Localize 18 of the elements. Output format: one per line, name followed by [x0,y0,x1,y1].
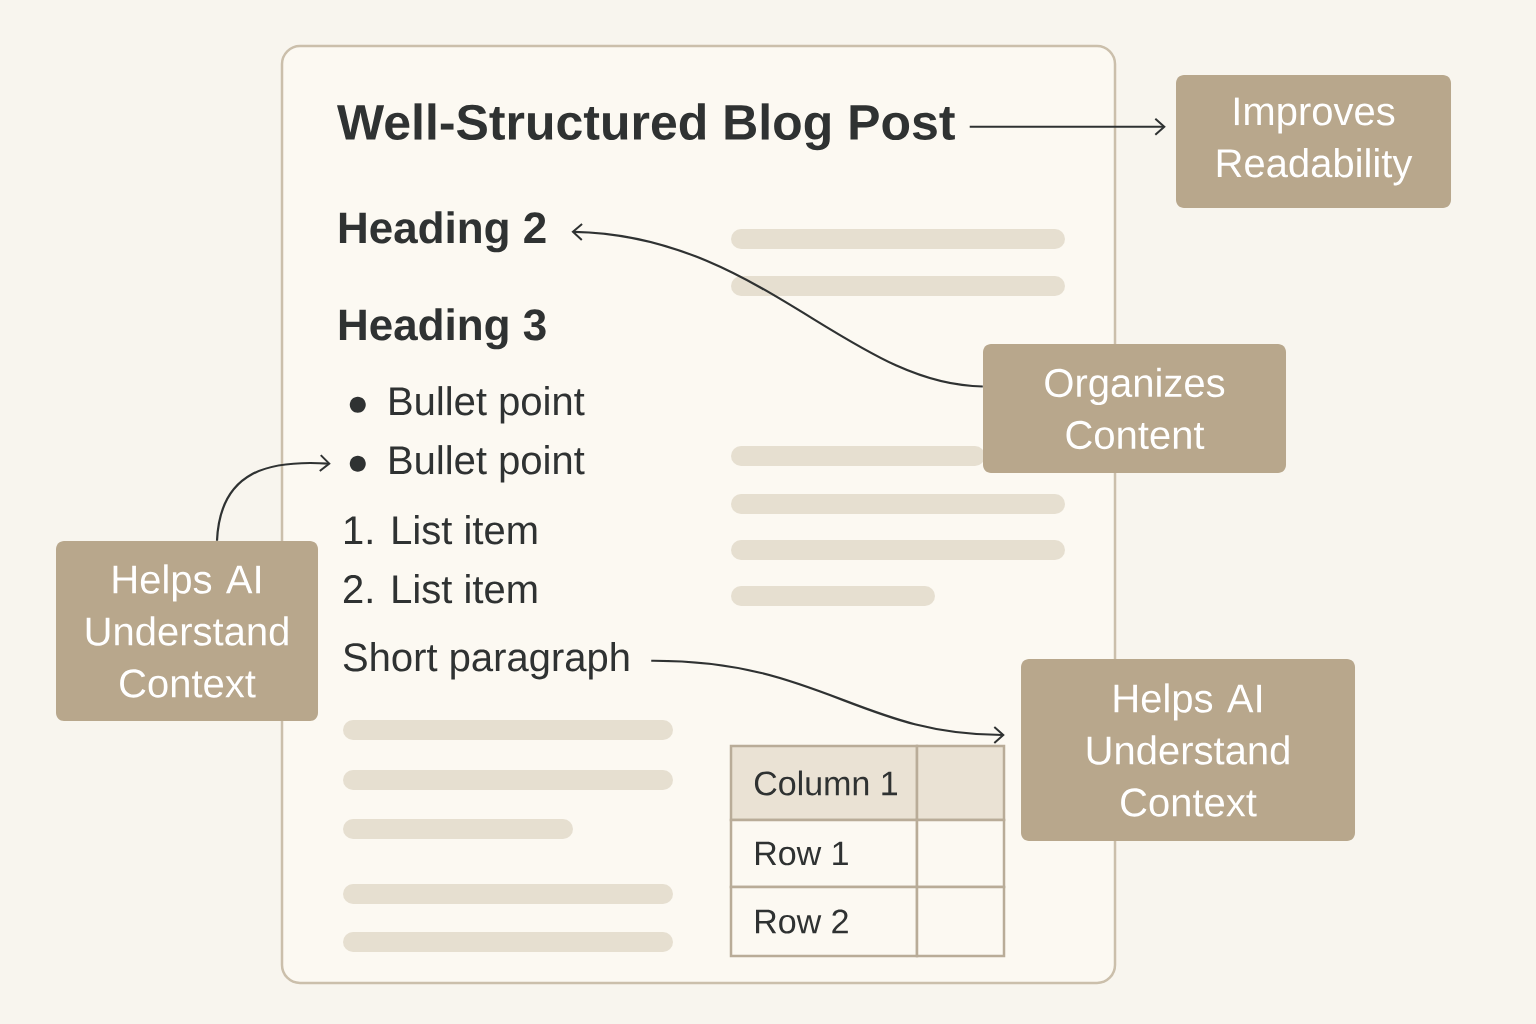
list-text: 2. List item [343,574,537,604]
heading-text: Heading 2 [339,211,546,253]
list-text: Short paragraph [343,642,629,680]
list-text: 1. List item [345,515,537,545]
heading-text: Heading 3 [339,308,546,350]
arrow [969,117,1166,136]
bullet-item: Bullet point [349,386,585,424]
node-label: Bullet point [390,386,585,424]
callout-box: Helps AI Understand Context [1021,659,1355,841]
callout-box: Organizes Content [983,344,1286,473]
arrow [651,659,1005,744]
node-label: Bullet point [390,445,585,483]
arrow [571,222,983,388]
post-title: Well-Structured Blog Post [337,103,955,151]
bullet-item: Bullet point [349,445,585,483]
callout-box: Helps AI Understand Context [56,541,318,721]
arrow [215,454,331,541]
callout-box: Improves Readability [1176,75,1451,208]
